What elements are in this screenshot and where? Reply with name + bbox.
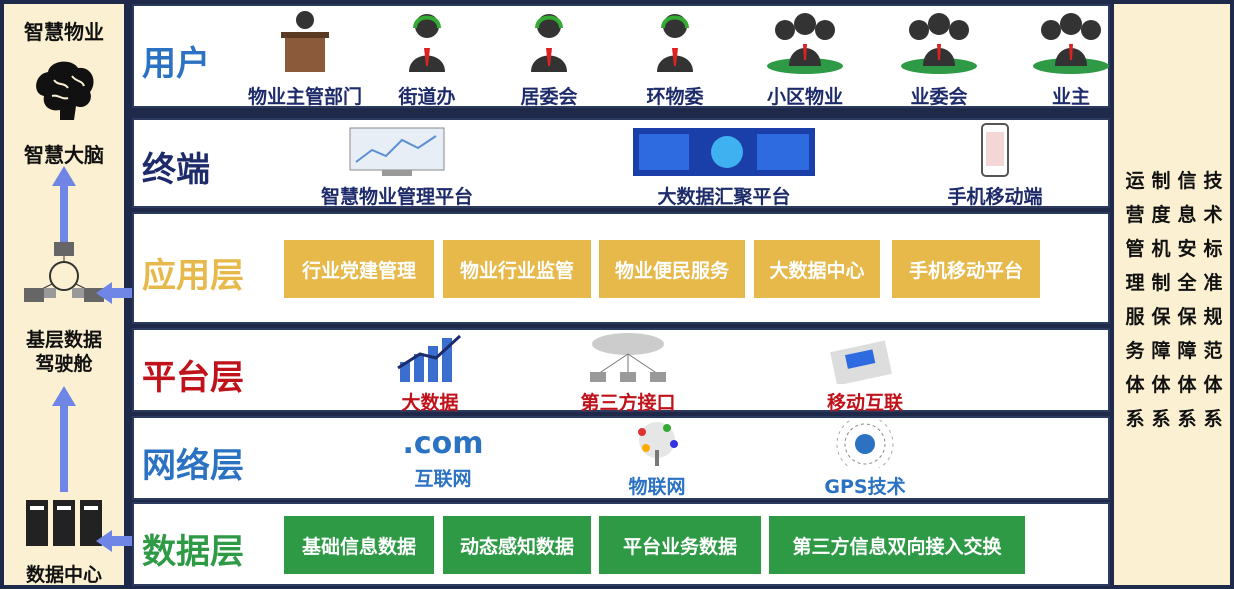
app-box: 大数据中心 [754,240,880,298]
app-box: 物业便民服务 [599,240,745,298]
bar-chart-icon [397,334,462,382]
system-column: 技术标准规范体系 [1203,170,1223,430]
gps-globe-icon [836,415,894,473]
terminal-item: 大数据汇聚平台 [624,126,824,209]
user-item: 街道办 [362,8,492,109]
app-box: 物业行业监管 [443,240,591,298]
system-column: 制度机制保障体系 [1151,170,1171,430]
user-name: 业主 [1051,86,1090,108]
user-name: 环物委 [646,86,704,108]
network-item: GPS技术 [810,415,920,499]
network-name: 物联网 [628,476,686,498]
mobile-internet-icon [830,340,892,386]
user-item: 物业主管部门 [240,8,370,109]
smart-property-label: 智慧物业 [24,20,104,44]
network-tree-icon [590,333,666,382]
data-title: 数据层 [142,532,244,572]
platform-item: 大数据 [380,332,480,415]
cockpit-label: 基层数据 驾驶舱 [4,328,124,376]
system-column: 运营管理服务体系 [1125,170,1145,430]
app-box: 行业党建管理 [284,240,434,298]
arrow-up-icon [52,166,76,242]
application-row: 应用层 行业党建管理 物业行业监管 物业便民服务 大数据中心 手机移动平台 [132,212,1110,324]
users-row: 用户 物业主管部门 街道办 居委会 环物委 小区物业 [132,4,1110,108]
arrow-up-icon [52,386,76,492]
user-item: 环物委 [610,8,740,109]
mobile-phone-icon [981,123,1009,177]
dashboard-screen-icon [633,128,815,176]
user-item: 小区物业 [740,8,870,109]
user-item: 业主 [1006,8,1136,109]
data-box: 动态感知数据 [443,516,591,574]
operator-icon [657,14,693,72]
data-row: 数据层 基础信息数据 动态感知数据 平台业务数据 第三方信息双向接入交换 [132,502,1110,586]
platform-item: 移动互联 [810,332,920,415]
app-box: 手机移动平台 [892,240,1040,298]
data-box: 第三方信息双向接入交换 [769,516,1025,574]
group-icon [901,13,977,74]
group-icon [767,13,843,74]
user-item: 居委会 [484,8,614,109]
group-icon [1033,13,1109,74]
data-box: 基础信息数据 [284,516,434,574]
podium-person-icon [281,11,329,72]
network-nodes-icon [24,242,104,302]
operator-icon [531,14,567,72]
network-name: 互联网 [414,468,472,490]
brain-icon [36,61,94,120]
right-panel: 运营管理服务体系 制度机制保障体系 信息安全保障体系 技术标准规范体系 [1114,4,1230,585]
terminal-item: 智慧物业管理平台 [312,126,482,209]
user-name: 居委会 [520,86,578,108]
data-center-label: 数据中心 [25,564,102,586]
iot-tree-icon [638,422,678,466]
terminal-name: 手机移动端 [947,186,1043,208]
data-box: 平台业务数据 [599,516,761,574]
application-title: 应用层 [142,256,244,296]
platform-name: 移动互联 [826,392,903,414]
arrow-right-icon [96,530,132,552]
monitor-icon [349,127,445,176]
system-column: 信息安全保障体系 [1177,170,1197,430]
user-name: 小区物业 [766,86,843,108]
network-row: 网络层 .com 互联网 物联网 GPS技术 [132,415,1110,500]
platform-row: 平台层 大数据 第三方接口 移动互联 [132,328,1110,415]
com-globe-icon: .com [402,426,484,461]
users-title: 用户 [142,44,210,84]
terminal-name: 智慧物业管理平台 [320,186,473,208]
terminal-item: 手机移动端 [930,122,1060,209]
arrow-right-icon [96,282,132,304]
terminal-name: 大数据汇聚平台 [657,186,791,208]
platform-item: 第三方接口 [568,332,688,415]
platform-name: 大数据 [401,392,459,414]
network-item: 物联网 [602,420,712,499]
terminal-row: 终端 智慧物业管理平台 大数据汇聚平台 手机移动端 [132,118,1110,208]
user-name: 街道办 [398,86,456,108]
operator-icon [409,14,445,72]
platform-name: 第三方接口 [580,392,676,414]
network-name: GPS技术 [824,476,906,498]
cockpit-label-line2: 驾驶舱 [35,353,93,375]
network-title: 网络层 [142,446,244,486]
user-item: 业委会 [874,8,1004,109]
user-name: 物业主管部门 [247,86,362,108]
platform-title: 平台层 [142,358,244,398]
terminal-title: 终端 [142,150,210,190]
user-name: 业委会 [910,86,968,108]
network-item: .com 互联网 [378,424,508,491]
smart-brain-label: 智慧大脑 [24,143,104,167]
server-rack-icon [26,500,102,546]
cockpit-label-line1: 基层数据 [25,329,102,351]
